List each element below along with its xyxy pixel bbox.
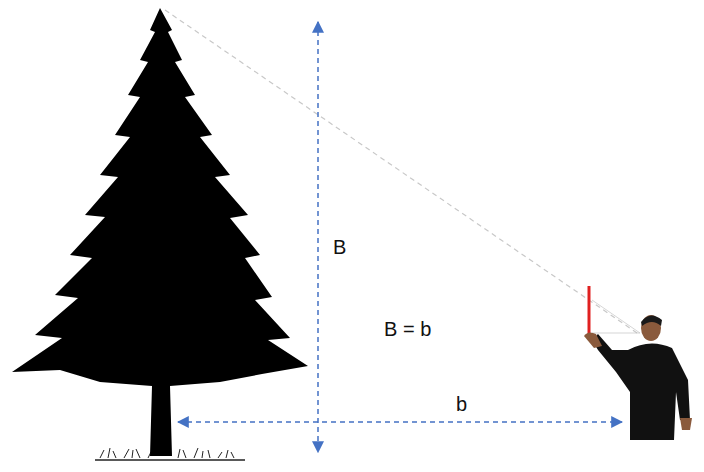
distance-arrow [178, 421, 622, 423]
height-arrow [317, 22, 319, 452]
measuring-stick [588, 286, 591, 336]
height-label: B [333, 236, 346, 258]
distance-label: b [456, 393, 467, 415]
stick-sight-line [592, 300, 640, 333]
tree-silhouette [12, 8, 308, 456]
stick-sight-line [592, 333, 640, 334]
equation-label: B = b [384, 318, 431, 340]
person [584, 315, 692, 440]
